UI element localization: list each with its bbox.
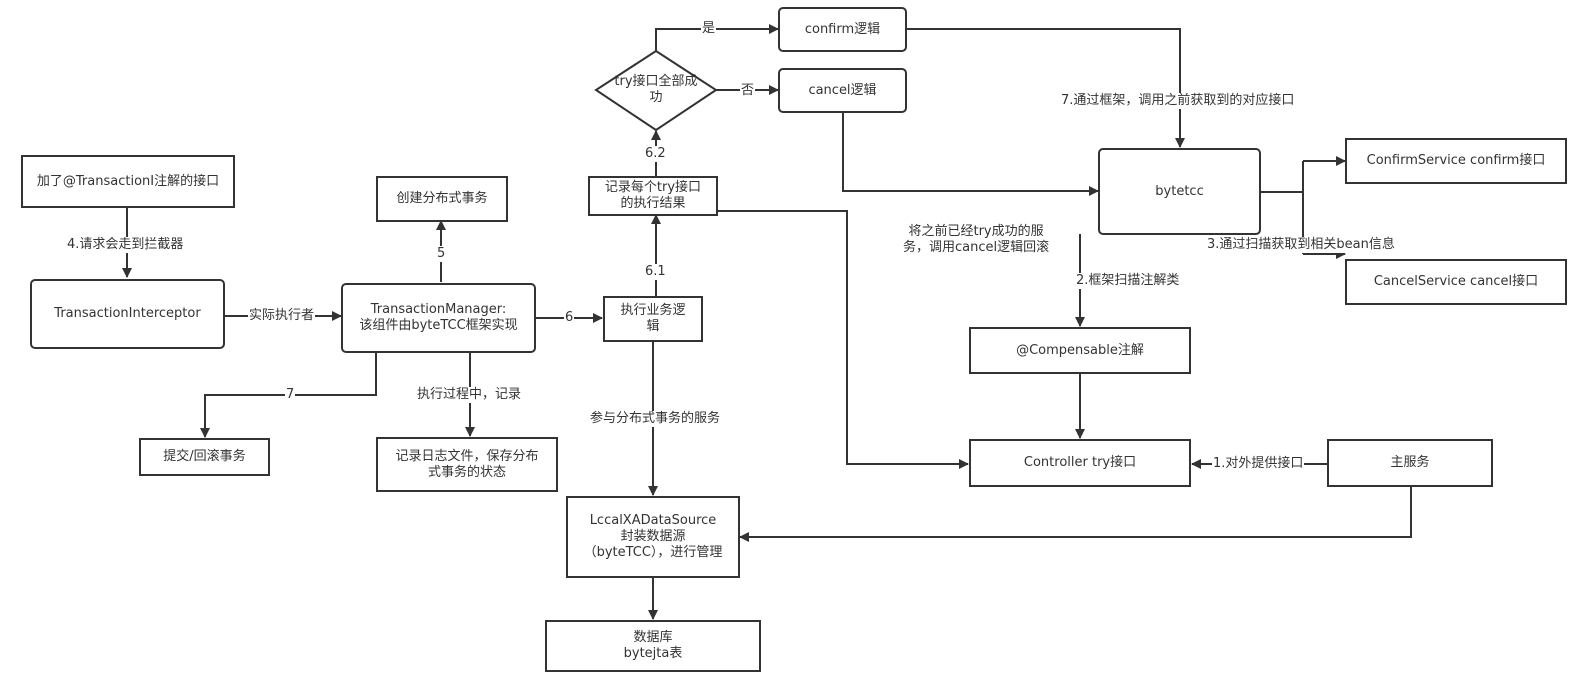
label-step6-1: 6.1 (644, 264, 667, 280)
node-record-log: 记录日志文件，保存分布 式事务的状态 (376, 437, 558, 492)
decision-diamond (594, 49, 718, 132)
node-bytetcc: bytetcc (1098, 148, 1261, 235)
edge-diamond-to-confirm (655, 24, 779, 51)
label-record-during-execution: 执行过程中，记录 (416, 387, 523, 403)
node-try-all-success: try接口全部成 功 (614, 74, 698, 105)
label-participate-service: 参与分布式事务的服务 (589, 411, 722, 427)
label-step6-2: 6.2 (644, 146, 667, 162)
node-execute-business: 执行业务逻 辑 (603, 296, 703, 342)
node-cancel-service: CancelService cancel接口 (1345, 259, 1567, 305)
label-step5: 5 (436, 246, 447, 262)
node-confirm-logic: confirm逻辑 (778, 7, 907, 52)
label-scan-bean-info: 3.通过扫描获取到相关bean信息 (1206, 237, 1396, 253)
label-scan-annotation: 2.框架扫描注解类 (1075, 273, 1181, 289)
node-transaction-manager: TransactionManager: 该组件由byteTCC框架实现 (341, 283, 536, 353)
node-local-xa-datasource: LccalXADataSource 封装数据源 （byteTCC），进行管理 (566, 496, 740, 578)
node-transaction-interceptor: TransactionInterceptor (30, 279, 225, 349)
node-create-distributed-tx: 创建分布式事务 (376, 176, 508, 222)
node-record-try-result: 记录每个try接口 的执行结果 (588, 176, 718, 216)
edge-main-to-datasource (739, 486, 1412, 542)
label-step7: 7 (285, 387, 296, 403)
label-rollback-note: 将之前已经try成功的服 务，调用cancel逻辑回滚 (903, 224, 1050, 255)
node-commit-rollback: 提交/回滚事务 (139, 438, 270, 476)
edge-cancel-to-bytetcc (842, 112, 1099, 196)
label-actual-executor: 实际执行者 (248, 308, 316, 324)
label-no: 否 (740, 83, 756, 99)
edge-confirm-to-bytetcc (906, 28, 1185, 148)
node-compensable-annotation: @Compensable注解 (969, 327, 1191, 374)
label-provide-interface: 1.对外提供接口 (1212, 456, 1305, 472)
node-confirm-service: ConfirmService confirm接口 (1345, 138, 1567, 184)
label-call-via-framework: 7.通过框架，调用之前获取到的对应接口 (1060, 93, 1296, 109)
node-annotated-interface: 加了@TransactionI注解的接口 (21, 155, 235, 208)
node-database: 数据库 bytejta表 (545, 620, 761, 672)
node-main-service: 主服务 (1327, 439, 1493, 487)
node-cancel-logic: cancel逻辑 (778, 68, 907, 113)
node-controller-try: Controller try接口 (969, 439, 1191, 487)
edge-record-to-controller (717, 210, 969, 469)
label-step6: 6 (564, 310, 575, 326)
label-request-to-interceptor: 4.请求会走到拦截器 (66, 237, 185, 253)
label-yes: 是 (701, 21, 717, 37)
